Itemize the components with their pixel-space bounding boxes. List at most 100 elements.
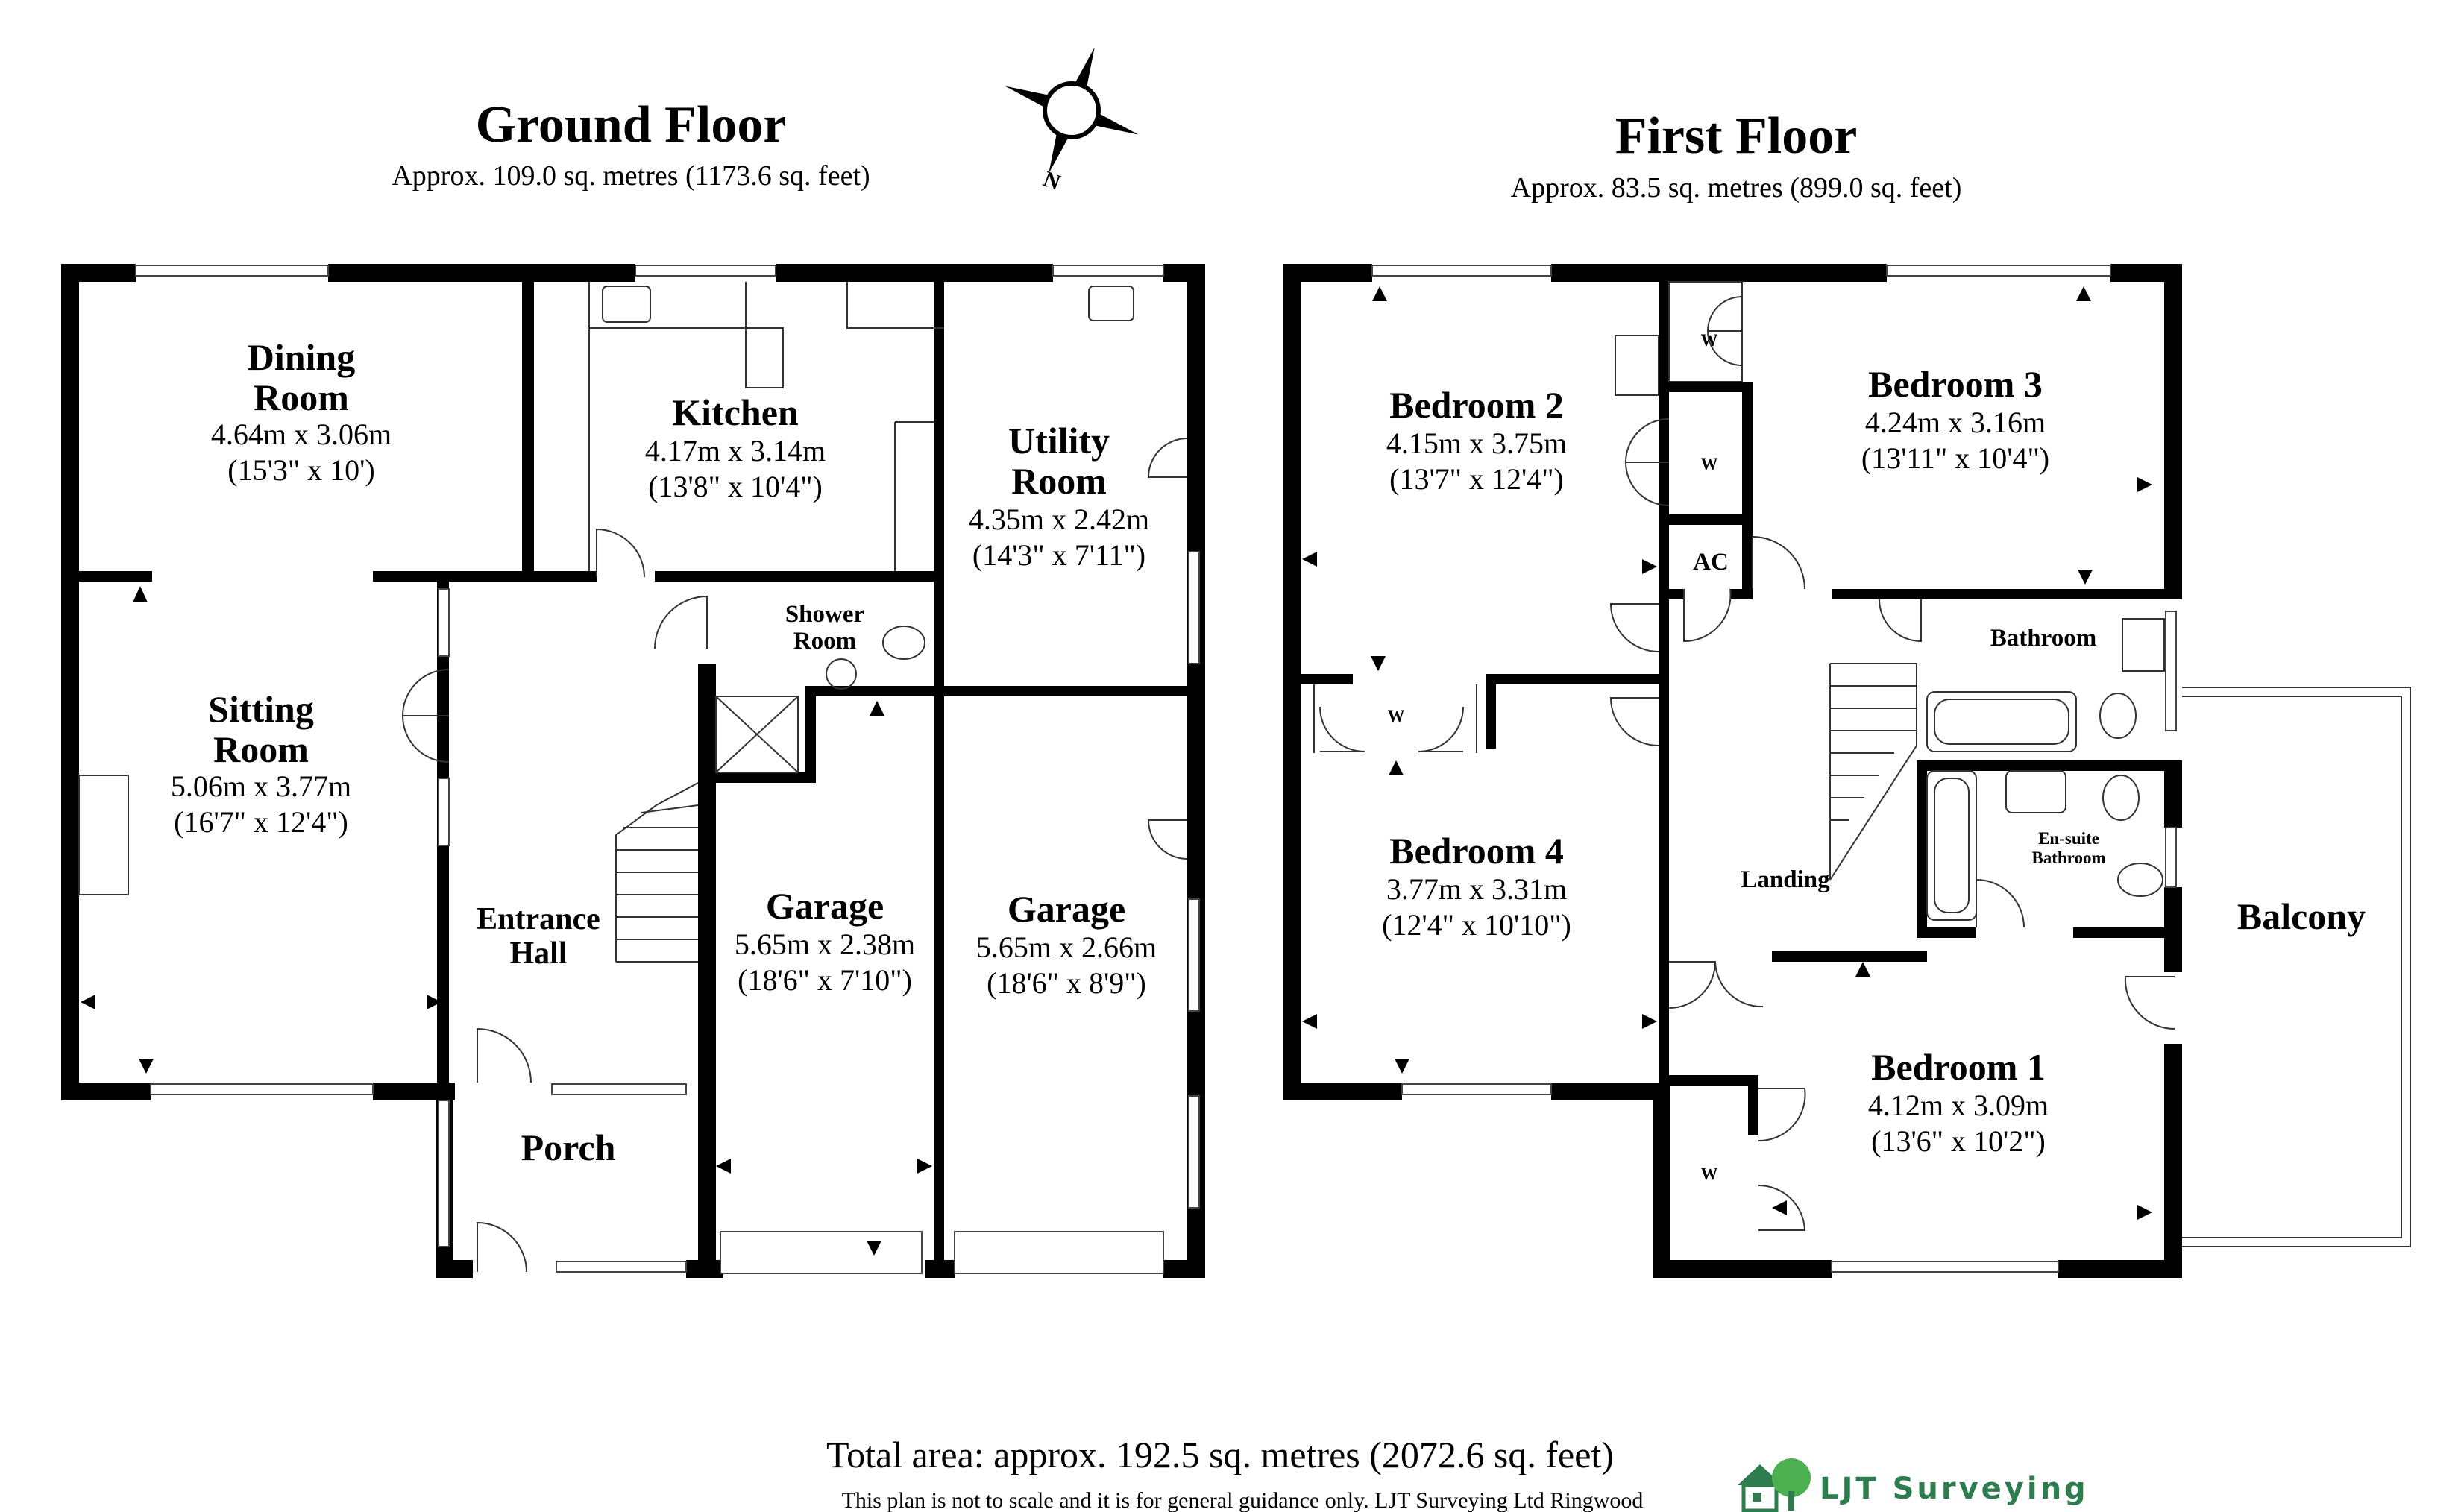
entrance-hall-name: Entrance <box>477 902 600 936</box>
garage-2-name: Garage <box>1008 888 1125 930</box>
first-floor-title: First Floor <box>1615 107 1858 165</box>
bedroom-4-dim-m: 3.77m x 3.31m <box>1386 872 1567 906</box>
wall <box>1653 1260 1832 1278</box>
entrance-hall-name-2: Hall <box>509 936 567 971</box>
utility-counter <box>846 282 944 329</box>
wall <box>1551 264 1887 282</box>
dining-room-name-2: Room <box>254 377 349 418</box>
garage-door <box>720 1231 923 1274</box>
door <box>1976 878 2025 928</box>
window <box>1188 551 1200 664</box>
bedroom-2-name: Bedroom 2 <box>1389 384 1564 426</box>
company-logo: LJT Surveying <box>1738 1458 2089 1512</box>
door <box>401 669 450 716</box>
wardrobe-label: W <box>1701 331 1718 350</box>
bedroom-3-dim-m: 4.24m x 3.16m <box>1865 406 2046 439</box>
sitting-room-dim-ft: (16'7" x 12'4") <box>174 805 348 839</box>
arrow-icon <box>1642 1014 1657 1029</box>
bedroom-3-name: Bedroom 3 <box>1868 363 2043 405</box>
kitchen-name: Kitchen <box>672 391 799 433</box>
bedroom-1-dim-m: 4.12m x 3.09m <box>1868 1089 2049 1122</box>
stairs <box>615 782 699 963</box>
garage-2-dim-ft: (18'6" x 8'9") <box>987 966 1146 1000</box>
bathroom-name: Bathroom <box>1990 625 2096 652</box>
toilet-icon <box>882 626 925 660</box>
wall <box>2164 1044 2182 1275</box>
window <box>135 265 329 277</box>
ensuite-name-2: Bathroom <box>2031 848 2105 867</box>
wall <box>1917 760 1927 936</box>
wall <box>1917 951 1927 953</box>
wall <box>655 571 944 582</box>
garage-1-dim-ft: (18'6" x 7'10") <box>738 963 912 997</box>
door <box>1752 535 1805 590</box>
utility-room-dim-m: 4.35m x 2.42m <box>969 503 1149 536</box>
sink-icon <box>602 286 651 323</box>
shower-room-name: Shower <box>785 601 864 628</box>
logo-text: LJT Surveying <box>1820 1472 2089 1506</box>
wall <box>1730 589 1753 599</box>
bedroom-4-name: Bedroom 4 <box>1389 830 1564 872</box>
door <box>1624 462 1670 506</box>
bedroom-4-dim-ft: (12'4" x 10'10") <box>1382 908 1571 942</box>
wall <box>78 571 152 582</box>
basin-icon <box>1615 335 1659 396</box>
wall <box>1772 951 1927 962</box>
arrow-icon <box>139 1059 154 1074</box>
door <box>1758 1185 1806 1231</box>
first-floor-plan: Bedroom 2 4.15m x 3.75m (13'7" x 12'4") … <box>1283 264 2411 1278</box>
bedroom-1-dim-ft: (13'6" x 10'2") <box>1871 1124 2046 1158</box>
sink-icon <box>1088 286 1134 321</box>
window <box>1052 265 1164 277</box>
wall <box>1742 514 1753 596</box>
ground-floor-area: Approx. 109.0 sq. metres (1173.6 sq. fee… <box>392 160 870 192</box>
garage-2-dim-m: 5.65m x 2.66m <box>976 930 1157 964</box>
wall <box>2164 264 2182 599</box>
wall <box>61 264 136 282</box>
arrow-icon <box>867 1241 881 1256</box>
porch-name: Porch <box>521 1127 616 1168</box>
compass-north-label: N <box>1040 167 1064 196</box>
door <box>1147 819 1188 860</box>
window <box>438 778 450 846</box>
wall <box>1748 1075 1758 1135</box>
bath-icon <box>1926 691 2077 752</box>
arrow-icon <box>2137 1205 2152 1220</box>
arrow-icon <box>1772 1200 1787 1215</box>
toilet-icon <box>2099 693 2137 739</box>
basin-icon <box>826 658 857 690</box>
first-floor-area: Approx. 83.5 sq. metres (899.0 sq. feet) <box>1511 172 1962 204</box>
window <box>438 588 450 657</box>
total-area: Total area: approx. 192.5 sq. metres (20… <box>826 1434 1614 1475</box>
wall <box>1283 264 1301 1099</box>
wall <box>2058 1260 2182 1278</box>
utility-room-name: Utility <box>1008 420 1110 462</box>
door <box>477 1221 527 1273</box>
door <box>1669 961 1764 1008</box>
wall <box>1669 514 1753 525</box>
garage-door <box>954 1231 1164 1274</box>
door <box>1624 418 1670 463</box>
arrow-icon <box>917 1159 932 1174</box>
wardrobe-label: W <box>1388 707 1405 725</box>
window <box>2165 611 2177 731</box>
basin-icon <box>2122 618 2165 672</box>
arrow-icon <box>81 995 95 1009</box>
wall <box>1301 674 1353 684</box>
wall <box>1486 674 1665 684</box>
door <box>596 528 645 578</box>
window <box>1188 1095 1200 1209</box>
wall <box>776 264 1053 282</box>
arrow-icon <box>870 701 884 716</box>
house-tree-logo-icon <box>1738 1458 1811 1512</box>
stairs <box>1829 663 1917 881</box>
wall <box>698 772 816 783</box>
landing-name: Landing <box>1741 866 1830 893</box>
wardrobe-label: W <box>1701 1165 1718 1183</box>
arrow-icon <box>2076 286 2091 301</box>
arrow-icon <box>2078 570 2093 585</box>
window <box>1886 265 2111 277</box>
wardrobe-label: W <box>1701 455 1718 473</box>
utility-room-dim-ft: (14'3" x 7'11") <box>972 538 1145 572</box>
